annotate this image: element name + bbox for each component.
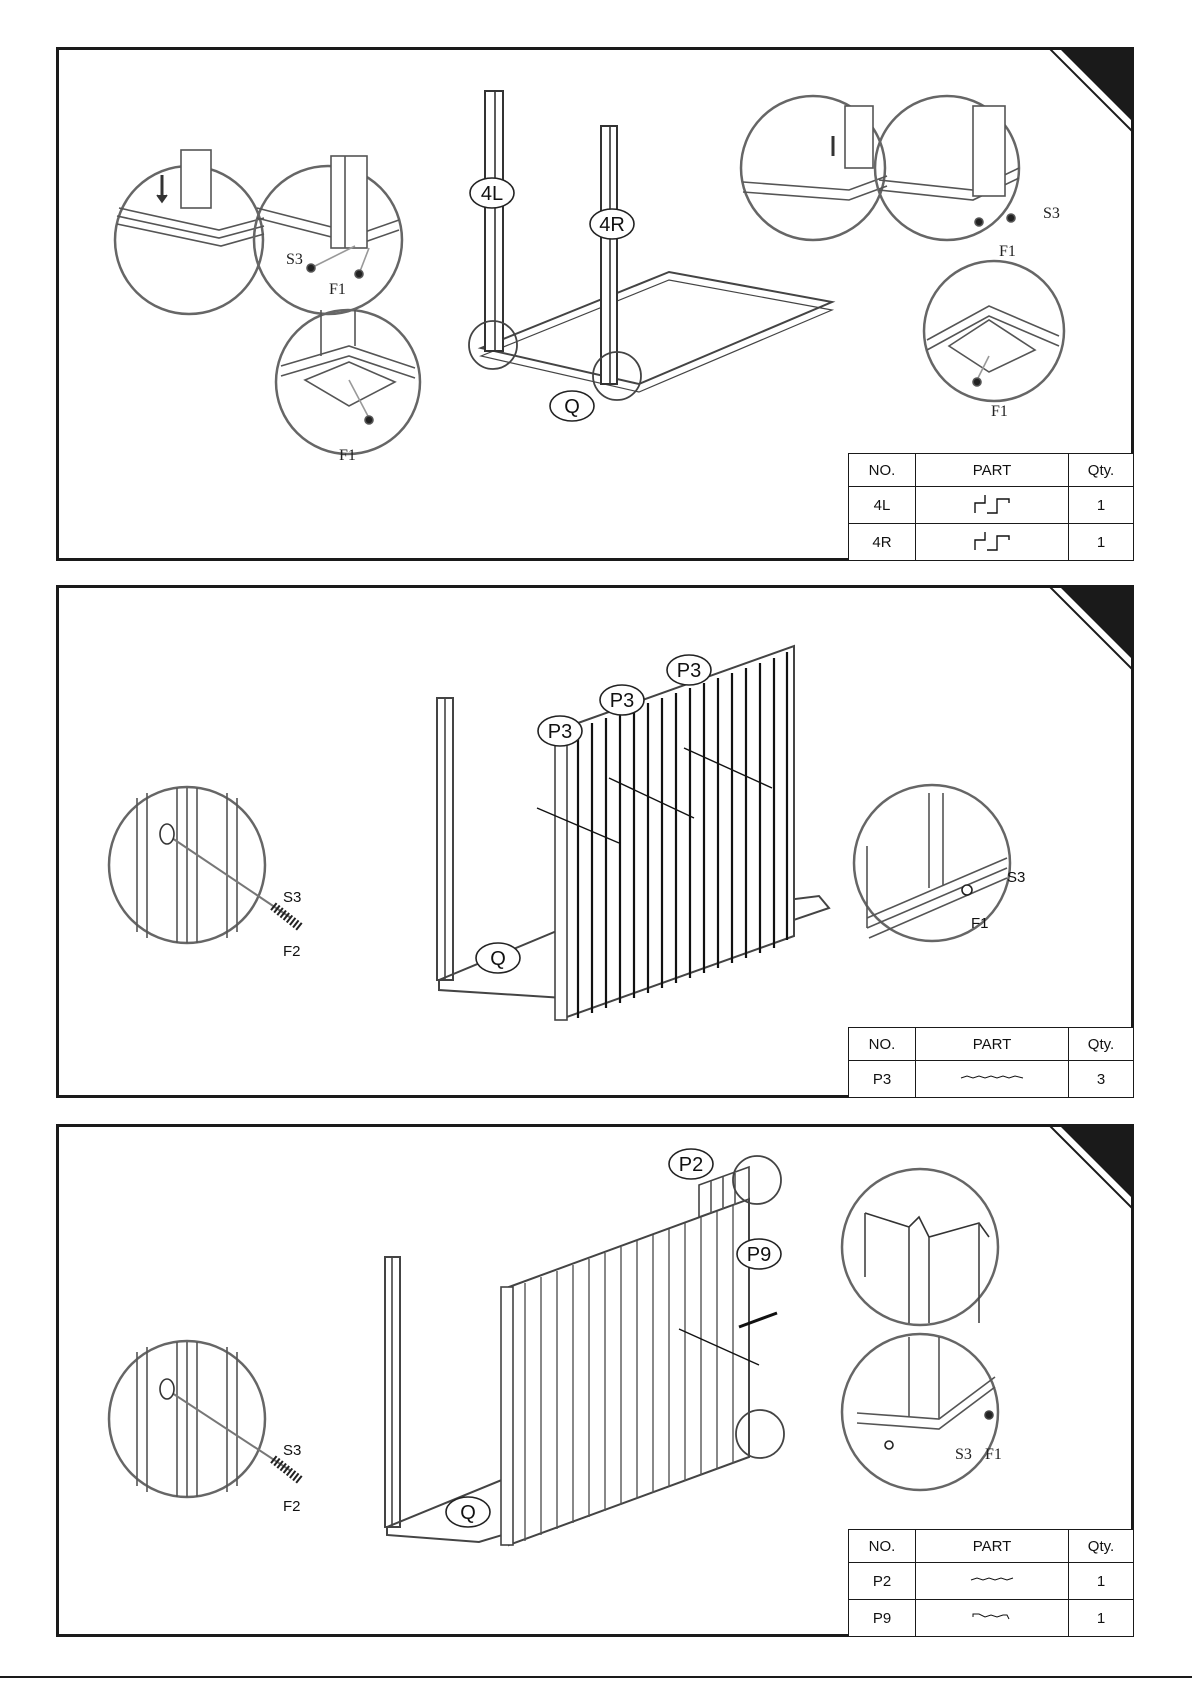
page-bottom-rule	[0, 1676, 1192, 1678]
table-row: 4L 1	[849, 487, 1134, 524]
callout-f2-left: F2	[283, 1498, 301, 1515]
callout-f1-right: F1	[985, 1446, 1002, 1463]
header-no: NO.	[849, 1028, 916, 1061]
label-4r: 4R	[599, 214, 625, 236]
right-post-profile-icon	[967, 528, 1017, 552]
label-q: Q	[564, 396, 580, 418]
corrugated-panel-icon	[957, 1070, 1027, 1084]
part-no: 4R	[849, 524, 916, 561]
callout-s3-left: S3	[283, 1442, 301, 1459]
left-post-profile-icon	[967, 491, 1017, 515]
label-4l: 4L	[481, 183, 503, 205]
callout-s3-left: S3	[286, 251, 303, 268]
callout-f1-right: F1	[999, 243, 1016, 260]
detail-circle-post-screws	[254, 156, 402, 314]
label-p9: P9	[747, 1244, 771, 1266]
header-part: PART	[916, 454, 1069, 487]
bottom-right-detail-circle	[842, 1334, 998, 1490]
top-right-detail-circle	[842, 1169, 998, 1325]
part-qty: 1	[1069, 524, 1134, 561]
table-row: 4R 1	[849, 524, 1134, 561]
step-corner-tab	[1048, 47, 1134, 133]
step-panel-3: P2 P9 Q S3 F2 S3 F1 NO. PART Qty. P2 1 P…	[56, 1124, 1134, 1637]
left-post-drawing	[437, 698, 453, 980]
left-detail-circle	[109, 787, 301, 943]
part-no: P2	[849, 1563, 916, 1600]
part-no: 4L	[849, 487, 916, 524]
left-post-drawing	[385, 1257, 400, 1527]
label-q: Q	[490, 948, 506, 970]
callout-f1-right-corner: F1	[991, 403, 1008, 420]
wall-panels-drawing	[501, 1167, 777, 1545]
detail-circle-right-screws	[875, 96, 1019, 240]
label-q: Q	[460, 1502, 476, 1524]
post-4r-drawing	[601, 126, 617, 384]
parts-table-step-2: NO. PART Qty. P3 3	[848, 1027, 1134, 1098]
detail-circle-right-insert	[741, 96, 887, 240]
corrugated-panel-icon	[967, 1572, 1017, 1586]
callout-s3-left: S3	[283, 889, 301, 906]
detail-circle-right-corner	[924, 261, 1064, 401]
header-qty: Qty.	[1069, 1028, 1134, 1061]
detail-circle-corner-bracket	[276, 310, 420, 454]
wall-panels-p3-drawing	[537, 646, 794, 1020]
header-no: NO.	[849, 1530, 916, 1563]
part-no: P9	[849, 1600, 916, 1637]
part-qty: 3	[1069, 1061, 1134, 1098]
table-row: P2 1	[849, 1563, 1134, 1600]
post-4l-drawing	[485, 91, 503, 351]
header-part: PART	[916, 1530, 1069, 1563]
callout-f1-right: F1	[971, 915, 989, 932]
step-corner-tab	[1048, 585, 1134, 671]
header-no: NO.	[849, 454, 916, 487]
base-frame-drawing	[481, 272, 832, 392]
part-qty: 1	[1069, 1600, 1134, 1637]
parts-table-step-1: NO. PART Qty. 4L 1 4R 1	[848, 453, 1134, 561]
callout-s3-right: S3	[1007, 869, 1025, 886]
label-p2: P2	[679, 1154, 703, 1176]
callout-s3-right: S3	[955, 1446, 972, 1463]
part-no: P3	[849, 1061, 916, 1098]
header-qty: Qty.	[1069, 454, 1134, 487]
part-qty: 1	[1069, 1563, 1134, 1600]
step-2-illustration: P3 P3 P3 Q S3 F2 S3 F1	[59, 588, 1131, 1095]
callout-f1-left: F1	[329, 281, 346, 298]
table-row: P9 1	[849, 1600, 1134, 1637]
parts-table-step-3: NO. PART Qty. P2 1 P9 1	[848, 1529, 1134, 1637]
callout-s3-right: S3	[1043, 205, 1060, 222]
label-p3-a: P3	[548, 721, 572, 743]
part-qty: 1	[1069, 487, 1134, 524]
label-p3-b: P3	[610, 690, 634, 712]
corner-panel-icon	[967, 1609, 1017, 1623]
detail-circle-post-insert	[115, 150, 264, 314]
step-corner-tab	[1048, 1124, 1134, 1210]
header-part: PART	[916, 1028, 1069, 1061]
step-panel-2: P3 P3 P3 Q S3 F2 S3 F1 NO. PART Qty. P3 …	[56, 585, 1134, 1098]
callout-f1-corner: F1	[339, 447, 356, 464]
left-detail-circle	[109, 1341, 301, 1497]
step-panel-1: 4L 4R Q S3 F1 F1 S3 F1 F1 NO. PART Qty. …	[56, 47, 1134, 561]
header-qty: Qty.	[1069, 1530, 1134, 1563]
callout-f2-left: F2	[283, 943, 301, 960]
table-row: P3 3	[849, 1061, 1134, 1098]
label-p3-c: P3	[677, 660, 701, 682]
